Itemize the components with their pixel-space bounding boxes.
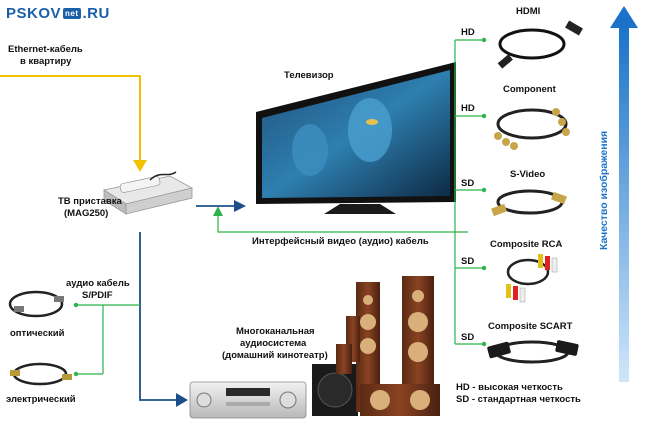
audio-cable-line (73, 302, 140, 377)
quality-tag-hdmi: HD (461, 27, 475, 38)
set-top-box-image (102, 171, 194, 215)
legend-hd: HD - высокая четкость (456, 382, 563, 393)
audio-system-label-line1: Многоканальная (236, 326, 315, 337)
stb-label-line1: ТВ приставка (58, 196, 122, 207)
interface-cable-line (213, 206, 468, 233)
audio-system-label-line3: (домашний кинотеатр) (222, 350, 328, 361)
s-video-cable-image (491, 189, 567, 217)
ethernet-label-line2: в квартиру (20, 56, 72, 67)
cable-name-composite-scart: Composite SCART (488, 321, 573, 332)
hdmi-cable-image (497, 20, 583, 69)
stb-to-tv-arrow (196, 200, 246, 212)
electrical-cable-image (10, 362, 72, 386)
quality-tag-component: HD (461, 103, 475, 114)
tv-label: Телевизор (284, 70, 334, 81)
optical-cable-image (8, 290, 64, 318)
logo-badge: net (63, 8, 81, 19)
av-receiver-image (189, 381, 307, 419)
tv-image (256, 62, 456, 214)
quality-axis-label: Качество изображения (598, 130, 610, 250)
component-cable-image (494, 108, 570, 150)
cable-name-hdmi: HDMI (516, 6, 541, 17)
audio-cable-label-line1: аудио кабель (66, 278, 130, 289)
interface-cable-label: Интерфейсный видео (аудио) кабель (252, 236, 429, 247)
logo-right: .RU (82, 5, 110, 22)
optical-label: оптический (10, 328, 65, 339)
audio-cable-label-line2: S/PDIF (82, 290, 113, 301)
composite-rca-cable-image (506, 254, 558, 303)
cable-name-composite-rca: Composite RCA (490, 239, 563, 250)
speakers-image (312, 276, 440, 416)
stb-to-receiver-arrow (139, 232, 188, 407)
cable-name-s-video: S-Video (510, 169, 546, 180)
audio-system-label-line2: аудиосистема (240, 338, 307, 349)
logo-left: PSKOV (6, 5, 62, 22)
legend-sd: SD - стандартная четкость (456, 394, 581, 405)
electrical-label: электрический (6, 394, 76, 405)
cable-name-component: Component (503, 84, 556, 95)
stb-label-line2: (MAG250) (64, 208, 109, 219)
quality-tag-composite-scart: SD (461, 332, 475, 343)
composite-scart-cable-image (487, 340, 579, 364)
quality-arrow (610, 6, 638, 382)
ethernet-label-line1: Ethernet-кабель (8, 44, 83, 55)
quality-tag-s-video: SD (461, 178, 475, 189)
ethernet-arrow (0, 75, 147, 172)
quality-tag-composite-rca: SD (461, 256, 475, 267)
cable-bus (454, 37, 487, 347)
